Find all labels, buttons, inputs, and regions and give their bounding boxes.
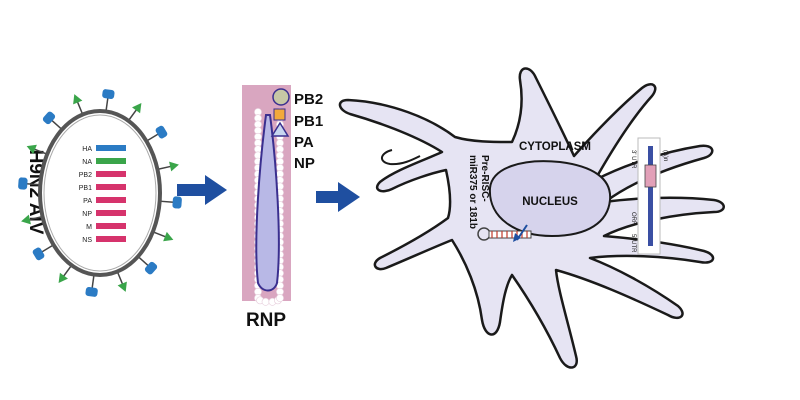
ha-spike-icon — [32, 244, 54, 261]
ha-spike-icon — [146, 125, 168, 142]
segment-label-na: NA — [82, 159, 92, 166]
mrna-utr3-label: 3' UTR — [630, 150, 636, 169]
segment-bar-pb1 — [96, 184, 126, 190]
na-spike-icon — [21, 214, 43, 225]
segment-label-pa: PA — [83, 198, 92, 205]
ha-spike-icon — [42, 111, 63, 131]
segment-bar-ha — [96, 145, 126, 151]
ha-spike-icon — [102, 89, 115, 112]
segment-label-ns: NS — [82, 237, 92, 244]
na-spike-icon — [157, 161, 179, 172]
rnp-panel: PB2 PB1 PA NP RNP — [242, 85, 323, 331]
rnp-protein-pb1: PB1 — [294, 113, 323, 130]
mrna-polya-label: (A)n — [662, 150, 668, 161]
arrow-virus-to-rnp — [177, 175, 227, 205]
ha-spike-icon — [137, 255, 158, 275]
segment-bar-np — [96, 210, 126, 216]
ha-spike-icon — [159, 196, 182, 209]
mirna-arrowhead — [513, 233, 521, 242]
segment-label-np: NP — [82, 211, 92, 218]
segment-label-pb2: PB2 — [79, 172, 92, 179]
virus-envelope-inner — [43, 114, 157, 272]
pb2-circle-icon — [272, 88, 290, 106]
mrna-utr5-label: 5' UTR — [630, 234, 636, 253]
membrane-fold — [381, 149, 421, 166]
na-spike-icon — [127, 103, 142, 122]
mirna-hairpin-icon — [477, 227, 532, 241]
segment-label-m: M — [86, 224, 92, 231]
rnp-title: RNP — [246, 310, 286, 331]
mirna-label-line1: Pre-RISC- — [479, 155, 490, 202]
ha-spike-icon — [18, 177, 41, 190]
virus-spikes — [18, 89, 182, 297]
segment-bar-na — [96, 158, 126, 164]
na-spike-icon — [116, 271, 127, 292]
arrow-rnp-to-cell — [316, 182, 360, 212]
pa-triangle-icon — [270, 121, 290, 137]
na-spike-icon — [73, 94, 84, 115]
mrna-construct: 3' UTR ORF 5' UTR (A)n — [630, 137, 668, 255]
pb1-square-icon — [273, 108, 286, 121]
nucleus-label: NUCLEUS — [522, 196, 578, 208]
segment-bar-pa — [96, 197, 126, 203]
segment-bar-m — [96, 223, 126, 229]
host-cell: NUCLEUS CYTOPLASM Pre-RISC- miR375 or 18… — [338, 67, 725, 369]
cytoplasm-label: CYTOPLASM — [519, 141, 591, 153]
na-spike-icon — [26, 144, 48, 155]
rna-strand — [255, 114, 280, 292]
mrna-orf-label: ORF — [630, 212, 636, 225]
rnp-protein-pb2: PB2 — [294, 91, 323, 108]
mirna-label-line2: miR375 or 181b — [467, 155, 478, 229]
segment-bar-ns — [96, 236, 126, 242]
rnp-protein-np: NP — [294, 155, 315, 172]
segment-bar-pb2 — [96, 171, 126, 177]
mirna-label: Pre-RISC- miR375 or 181b — [467, 155, 490, 229]
rnp-protein-pa: PA — [294, 134, 314, 151]
na-spike-icon — [58, 264, 73, 283]
segment-label-pb1: PB1 — [79, 185, 92, 192]
ha-spike-icon — [85, 274, 98, 297]
segment-label-ha: HA — [82, 146, 92, 153]
na-spike-icon — [152, 231, 174, 242]
